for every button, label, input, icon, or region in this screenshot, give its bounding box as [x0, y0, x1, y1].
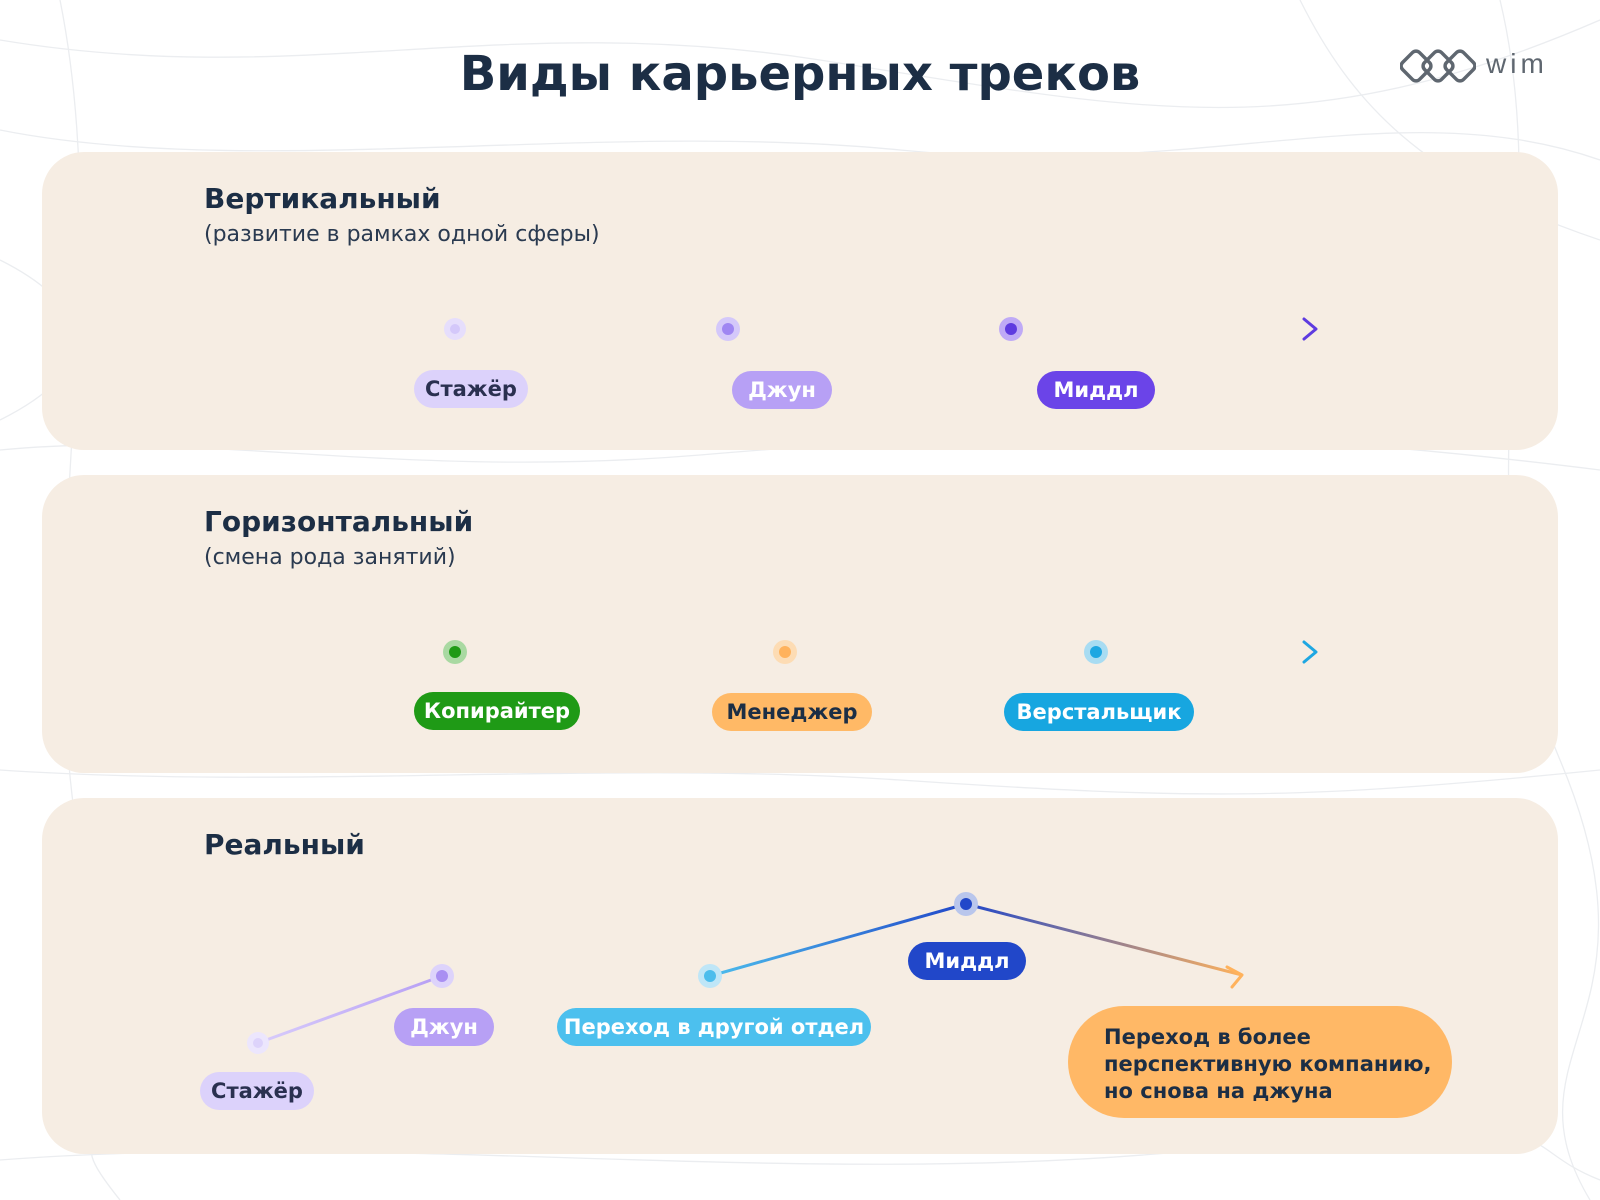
panel-real: Реальный	[42, 798, 1558, 1154]
stage-pill-intern: Стажёр	[414, 370, 528, 408]
stage-dot	[779, 646, 791, 658]
stage-pill-junior: Джун	[732, 371, 832, 409]
logo: wim	[1400, 44, 1560, 90]
panel-horizontal: Горизонтальный (смена рода занятий) Копи…	[42, 475, 1558, 773]
stage-pill-manager: Менеджер	[712, 693, 872, 731]
stage-pill-middle: Миддл	[1037, 371, 1155, 409]
bubble-line: перспективную компанию,	[1104, 1052, 1432, 1076]
stage-dot	[1090, 646, 1102, 658]
bubble-line: но снова на джуна	[1104, 1079, 1333, 1103]
logo-text: wim	[1486, 48, 1548, 79]
horizontal-track	[284, 640, 1318, 664]
track-segment	[965, 902, 1243, 977]
stage-dot	[449, 646, 461, 658]
stage-pill-junior: Джун	[394, 1008, 494, 1046]
track-segment	[257, 974, 443, 1045]
stage-dot	[436, 970, 448, 982]
panel-subtitle: (развитие в рамках одной сферы)	[204, 222, 600, 247]
panel-title: Реальный	[204, 828, 365, 861]
stage-dot	[1005, 323, 1017, 335]
panel-title: Горизонтальный	[204, 505, 474, 538]
track-segment	[709, 902, 967, 978]
stage-bubble-company-change: Переход в более перспективную компанию, …	[1068, 1006, 1452, 1118]
stage-dot	[722, 323, 734, 335]
stage-pill-middle: Миддл	[908, 942, 1026, 980]
panel-subtitle: (смена рода занятий)	[204, 545, 456, 570]
track-arrowhead	[1302, 640, 1318, 664]
stage-dot	[450, 324, 460, 334]
stage-dot	[253, 1038, 263, 1048]
stage-pill-copywriter: Копирайтер	[414, 692, 580, 730]
bubble-line: Переход в более	[1104, 1025, 1311, 1049]
track-arrowhead	[1302, 317, 1318, 341]
stage-pill-intern: Стажёр	[200, 1072, 314, 1110]
stage-pill-department-change: Переход в другой отдел	[557, 1008, 871, 1046]
vertical-track	[284, 317, 1318, 341]
wim-logo-icon	[1400, 49, 1476, 83]
real-track	[247, 892, 1244, 1054]
page-title: Виды карьерных треков	[459, 46, 1141, 102]
stage-pill-layout-designer: Верстальщик	[1004, 693, 1194, 731]
stage-dot	[704, 970, 716, 982]
stage-dot	[960, 898, 972, 910]
track-arrowhead	[1225, 965, 1244, 989]
panel-title: Вертикальный	[204, 182, 441, 215]
panel-vertical: Вертикальный (развитие в рамках одной сф…	[42, 152, 1558, 450]
